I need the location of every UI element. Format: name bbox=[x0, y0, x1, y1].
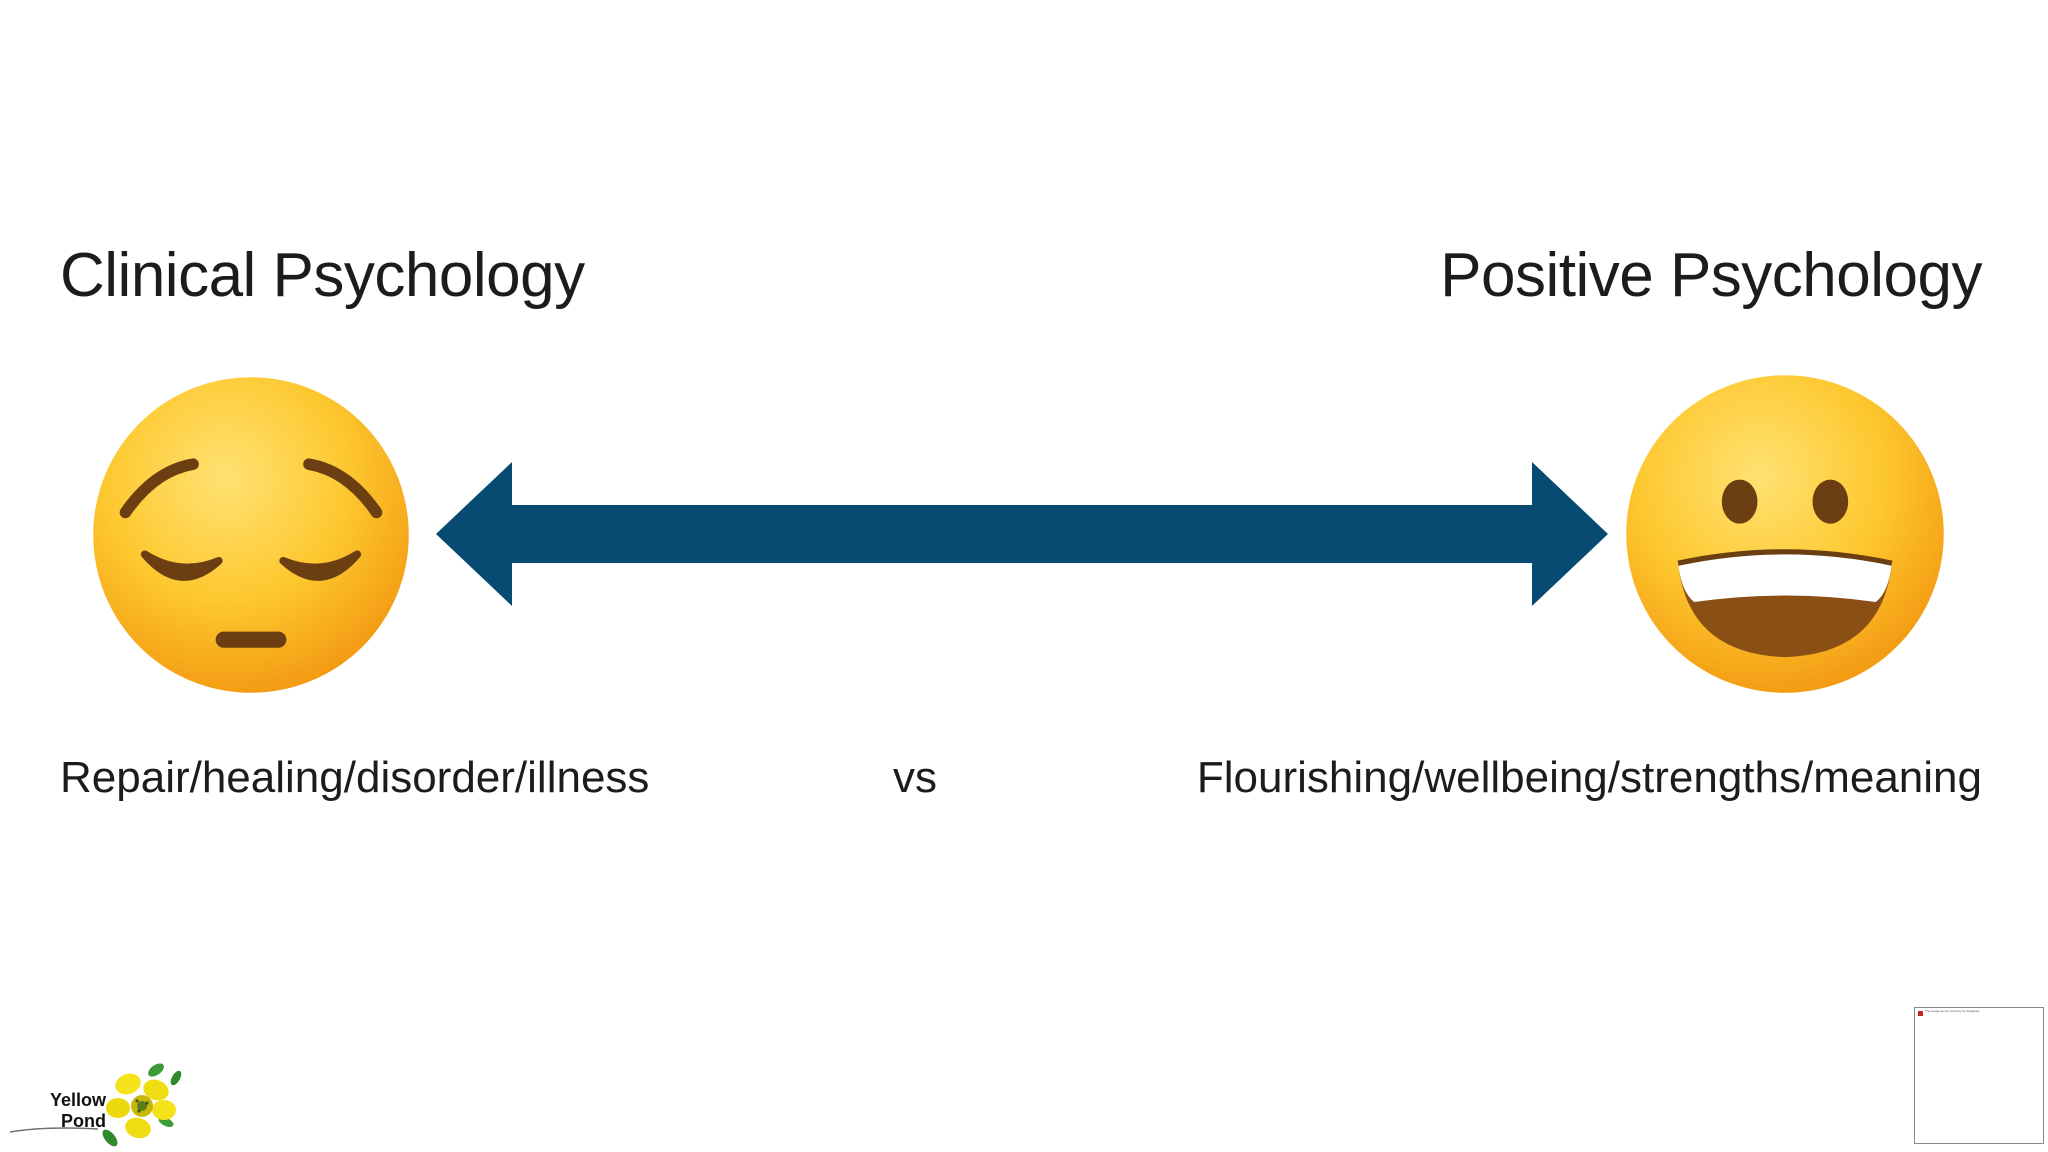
logo-line-1: Yellow bbox=[49, 1090, 106, 1110]
versus-label: vs bbox=[893, 753, 937, 802]
positive-focus-caption: Flourishing/wellbeing/strengths/meaning bbox=[1196, 753, 1982, 802]
broken-image-icon bbox=[1918, 1011, 1923, 1016]
positive-psychology-title: Positive Psychology bbox=[1440, 241, 1982, 310]
logo-wordmark: Yellow Pond bbox=[34, 1090, 106, 1132]
clinical-psychology-title: Clinical Psychology bbox=[60, 241, 585, 310]
broken-image-placeholder: The image cannot currently be displayed. bbox=[1914, 1007, 2044, 1144]
logo-line-2: Pond bbox=[61, 1111, 106, 1131]
grinning-face-icon bbox=[1626, 375, 1944, 693]
pensive-face-icon bbox=[93, 377, 409, 693]
clinical-focus-caption: Repair/healing/disorder/illness bbox=[60, 753, 650, 802]
flower-icon bbox=[9, 1063, 182, 1147]
yellow-pond-logo: Yellow Pond bbox=[6, 1048, 186, 1152]
double-headed-arrow-icon bbox=[436, 462, 1608, 606]
broken-image-text: The image cannot currently be displayed. bbox=[1925, 1009, 1980, 1013]
